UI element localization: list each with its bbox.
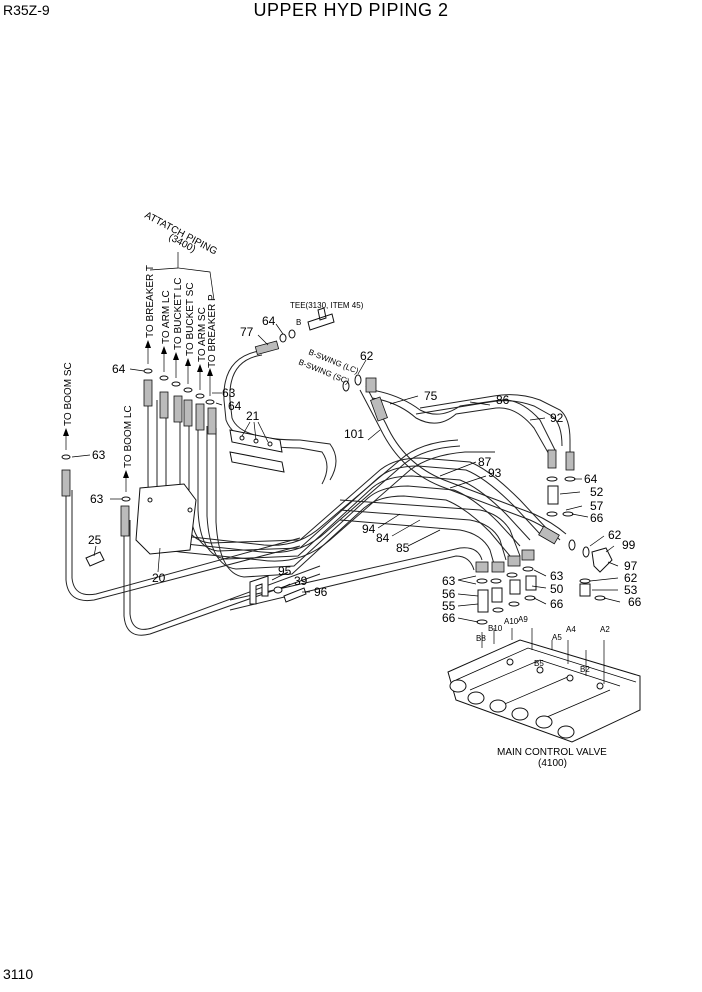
page-number: 3110 bbox=[3, 966, 34, 982]
to-breaker-t-label: TO BREAKER T bbox=[145, 265, 156, 338]
callout-25: 25 bbox=[88, 533, 102, 547]
attachment-hoses bbox=[61, 340, 217, 537]
callout-101: 101 bbox=[344, 427, 364, 441]
callout-85: 85 bbox=[396, 541, 410, 555]
callout-55: 55 bbox=[442, 599, 456, 613]
clip-95 bbox=[249, 575, 269, 605]
valve-fittings bbox=[475, 549, 537, 625]
callout-64: 64 bbox=[262, 314, 276, 328]
to-bucket-lc-label: TO BUCKET LC bbox=[173, 278, 184, 350]
callout-77: 77 bbox=[240, 325, 254, 339]
callout-63: 63 bbox=[442, 574, 456, 588]
to-boom-sc-label: TO BOOM SC bbox=[63, 362, 74, 426]
bracket-20 bbox=[135, 483, 197, 555]
callout-86: 86 bbox=[496, 393, 510, 407]
callout-64: 64 bbox=[112, 362, 126, 376]
right-fittings bbox=[538, 449, 613, 601]
to-breaker-p-label: TO BREAKER P bbox=[207, 294, 218, 368]
callout-63: 63 bbox=[550, 569, 564, 583]
washer-39 bbox=[273, 586, 283, 594]
callout-66: 66 bbox=[628, 595, 642, 609]
tee-port-b-label: B bbox=[296, 318, 301, 327]
callout-97: 97 bbox=[624, 559, 638, 573]
hose-end-77 bbox=[254, 340, 280, 355]
svg-text:A2: A2 bbox=[600, 625, 610, 634]
callout-57: 57 bbox=[590, 499, 604, 513]
callout-56: 56 bbox=[442, 587, 456, 601]
svg-text:A9: A9 bbox=[518, 615, 528, 624]
mcv-ref-label: (4100) bbox=[538, 758, 567, 769]
callout-95: 95 bbox=[278, 564, 292, 578]
page-title: UPPER HYD PIPING 2 bbox=[253, 0, 449, 20]
to-bucket-sc-label: TO BUCKET SC bbox=[185, 282, 196, 356]
callout-39: 39 bbox=[294, 574, 308, 588]
attach-piping-label: ATTATCH PIPING bbox=[143, 210, 219, 258]
main-control-valve bbox=[447, 628, 641, 743]
leader-lines bbox=[71, 252, 621, 623]
callout-50: 50 bbox=[550, 582, 564, 596]
to-arm-sc-label: TO ARM SC bbox=[197, 307, 208, 362]
callout-94: 94 bbox=[362, 522, 376, 536]
callout-99: 99 bbox=[622, 538, 636, 552]
svg-text:A4: A4 bbox=[566, 625, 576, 634]
svg-text:B5: B5 bbox=[534, 659, 544, 668]
clamp-21 bbox=[229, 429, 285, 473]
callout-53: 53 bbox=[624, 583, 638, 597]
tee-fitting bbox=[307, 307, 335, 331]
callout-21: 21 bbox=[246, 409, 260, 423]
callout-62: 62 bbox=[624, 571, 638, 585]
to-boom-lc-label: TO BOOM LC bbox=[123, 405, 134, 468]
callout-66: 66 bbox=[442, 611, 456, 625]
bolt-96 bbox=[283, 587, 307, 603]
callout-96: 96 bbox=[314, 585, 328, 599]
callout-64: 64 bbox=[228, 399, 242, 413]
callout-93: 93 bbox=[488, 466, 502, 480]
callout-52: 52 bbox=[590, 485, 604, 499]
callout-84: 84 bbox=[376, 531, 390, 545]
to-arm-lc-label: TO ARM LC bbox=[161, 290, 172, 344]
callout-62: 62 bbox=[360, 349, 374, 363]
callout-numbers: 77 64 62 75 86 92 101 64 63 64 21 63 63 … bbox=[88, 314, 642, 625]
svg-text:A5: A5 bbox=[552, 633, 562, 642]
svg-text:B2: B2 bbox=[580, 665, 590, 674]
callout-66: 66 bbox=[590, 511, 604, 525]
callout-92: 92 bbox=[550, 411, 564, 425]
svg-text:B8: B8 bbox=[476, 634, 486, 643]
callout-64: 64 bbox=[584, 472, 598, 486]
svg-text:A10: A10 bbox=[504, 617, 519, 626]
callout-20: 20 bbox=[152, 571, 166, 585]
callout-62: 62 bbox=[608, 528, 622, 542]
svg-text:B10: B10 bbox=[488, 624, 503, 633]
callout-66: 66 bbox=[550, 597, 564, 611]
callout-63: 63 bbox=[222, 386, 236, 400]
callout-75: 75 bbox=[424, 389, 438, 403]
callout-87: 87 bbox=[478, 455, 492, 469]
mcv-label: MAIN CONTROL VALVE bbox=[497, 747, 607, 758]
callout-63: 63 bbox=[90, 492, 104, 506]
callout-63: 63 bbox=[92, 448, 106, 462]
fitting-25 bbox=[85, 551, 105, 567]
model-code: R35Z-9 bbox=[3, 2, 50, 18]
tee-ref-label: TEE(3130, ITEM 45) bbox=[290, 301, 364, 310]
